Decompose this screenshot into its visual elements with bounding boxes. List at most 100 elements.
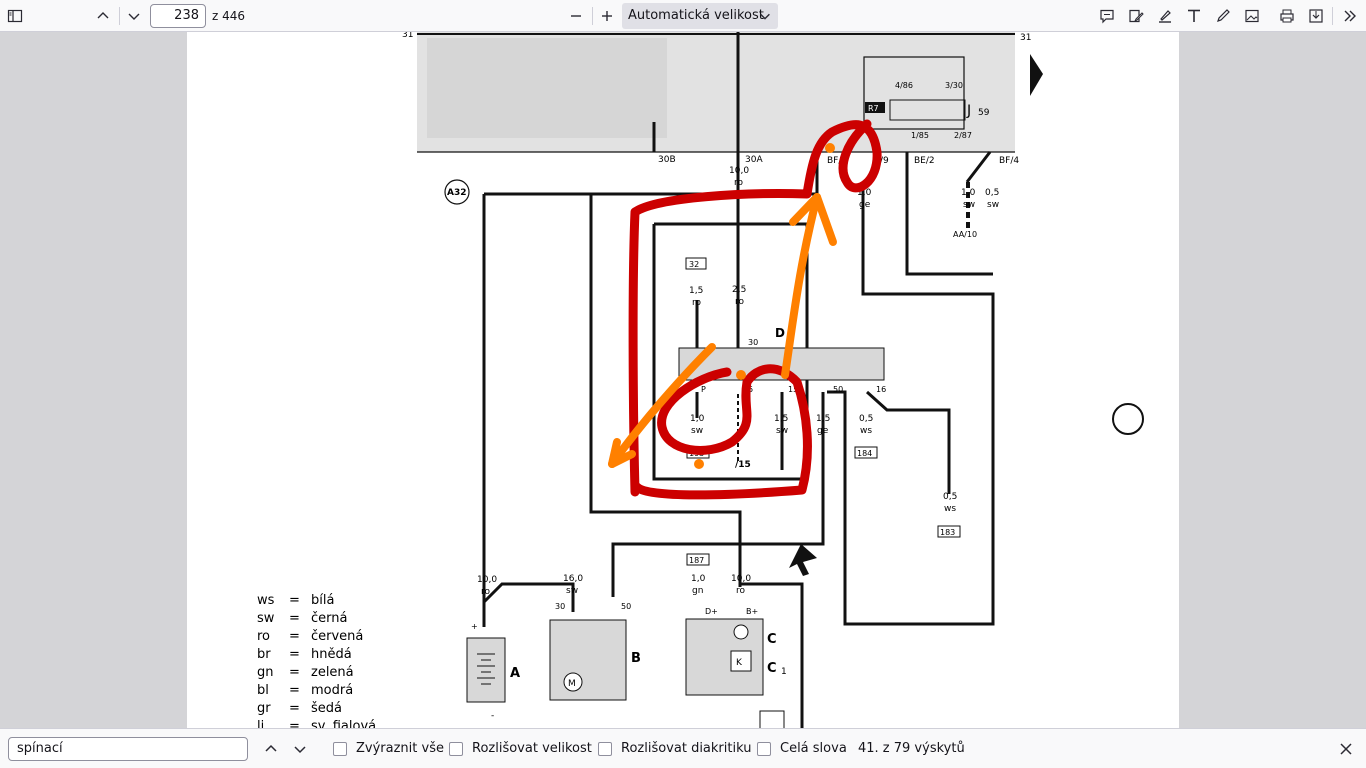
terminal-label: 15 [788, 385, 798, 394]
legend-eq: = [289, 611, 300, 626]
component-label: 1 [781, 667, 787, 677]
starter-motor [563, 672, 583, 692]
legend-name: hnědá [311, 647, 352, 662]
checkbox-box[interactable] [757, 741, 771, 756]
label-j: J [966, 103, 971, 119]
zoom-in-icon[interactable] [595, 4, 619, 28]
zoom-out-icon[interactable] [564, 4, 588, 28]
find-result-count: 41. z 79 výskytů [858, 741, 965, 756]
highlight-all-checkbox[interactable]: Zvýraznit vše [333, 741, 444, 756]
previous-page-icon[interactable] [91, 4, 115, 28]
connector-box [685, 257, 707, 270]
checkbox-box[interactable] [449, 741, 463, 756]
label-31-right: 31 [1020, 33, 1031, 43]
legend-eq: = [289, 593, 300, 608]
orange-dot [736, 370, 746, 380]
toolbar-separator [1332, 7, 1333, 25]
text-icon[interactable] [1182, 4, 1206, 28]
terminal-label: 50 [833, 385, 843, 394]
comment-icon[interactable] [1095, 4, 1119, 28]
toolbar-separator [592, 7, 593, 25]
label-59: 59 [978, 108, 990, 118]
wire-color: gn [692, 586, 703, 596]
terminal-label: /15 [735, 460, 751, 470]
terminal-label: 30 [748, 338, 758, 347]
label-3-30: 3/30 [945, 81, 963, 90]
find-input[interactable]: spínací [8, 737, 248, 761]
match-diacritics-checkbox[interactable]: Rozlišovat diakritiku [598, 741, 751, 756]
sidebar-toggle-icon[interactable] [3, 4, 27, 28]
edit-text-icon[interactable] [1124, 4, 1148, 28]
label-bf4: BF/4 [999, 156, 1019, 166]
connector-box [686, 553, 710, 566]
switch-label: D [775, 326, 785, 340]
checkbox-label: Rozlišovat velikost [472, 741, 592, 756]
more-tools-icon[interactable] [1338, 4, 1362, 28]
image-icon[interactable] [1240, 4, 1264, 28]
next-page-icon[interactable] [122, 4, 146, 28]
draw-icon[interactable] [1211, 4, 1235, 28]
download-icon[interactable] [1304, 4, 1328, 28]
document-viewer[interactable]: 31 31 4/86 3/30 R7 J 59 1/85 2/87 30B 30… [0, 32, 1366, 728]
wire-size: 1,0 [857, 188, 872, 198]
close-icon[interactable] [1334, 737, 1358, 761]
wire-size: 10,0 [729, 166, 749, 176]
wire-color: sw [691, 426, 703, 436]
print-icon[interactable] [1275, 4, 1299, 28]
red-annotation [628, 119, 882, 497]
wire-size: 1,5 [816, 414, 830, 424]
find-next-icon[interactable] [288, 737, 312, 761]
wire-size: 0,5 [985, 188, 999, 198]
zoom-value: Automatická velikost [628, 8, 764, 23]
alternator-diode [733, 624, 749, 640]
label-r7: R7 [868, 104, 879, 113]
match-case-checkbox[interactable]: Rozlišovat velikost [449, 741, 592, 756]
legend-code: gr [257, 701, 271, 716]
legend-code: ro [257, 629, 270, 644]
find-previous-icon[interactable] [259, 737, 283, 761]
wire-color: ro [692, 298, 702, 308]
wire-size: 1,5 [689, 286, 703, 296]
label-be2: BE/2 [914, 156, 935, 166]
legend-name: černá [311, 611, 347, 626]
wire-color: ws [860, 426, 872, 436]
component-label: C [767, 632, 777, 647]
label-bf2: BF/2 [827, 156, 847, 166]
wire-color: ro [481, 587, 491, 597]
relay-j59-box [863, 56, 965, 130]
relay-coil [889, 99, 966, 121]
checkbox-box[interactable] [598, 741, 612, 756]
connector-box [937, 525, 961, 538]
terminal-label: D+ [705, 607, 718, 616]
legend-eq: = [289, 629, 300, 644]
battery-cells [477, 653, 495, 685]
chevron-down-icon [758, 3, 772, 33]
checkbox-box[interactable] [333, 741, 347, 756]
checkbox-label: Zvýraznit vše [356, 741, 444, 756]
wire-size: 10,0 [731, 574, 751, 584]
terminal-label: - [491, 711, 494, 721]
component-label: K [736, 658, 743, 668]
ground-symbol [759, 710, 785, 728]
label-30b: 30B [658, 155, 676, 165]
color-legend: ws = bílá sw = černá ro = červená br = h… [257, 593, 376, 728]
whole-words-checkbox[interactable]: Celá slova [757, 741, 847, 756]
orange-dot [694, 459, 704, 469]
wire-color: ro [736, 586, 746, 596]
highlight-icon[interactable] [1153, 4, 1177, 28]
orange-arrow [608, 343, 716, 468]
legend-code: gn [257, 665, 274, 680]
wire-color: ge [859, 200, 871, 210]
page-number-input[interactable]: 238 [150, 4, 206, 28]
red-annotation [632, 364, 812, 500]
wire-color: ge [817, 426, 829, 436]
terminal-label: + [471, 622, 478, 631]
wire-color: sw [987, 200, 999, 210]
wire-size: 1,5 [774, 414, 788, 424]
orange-dot [825, 143, 835, 153]
legend-code: li [257, 719, 264, 728]
zoom-select[interactable]: Automatická velikost [622, 3, 778, 29]
freehand-annotations [608, 119, 882, 500]
legend-code: br [257, 647, 271, 662]
legend-code: sw [257, 611, 275, 626]
